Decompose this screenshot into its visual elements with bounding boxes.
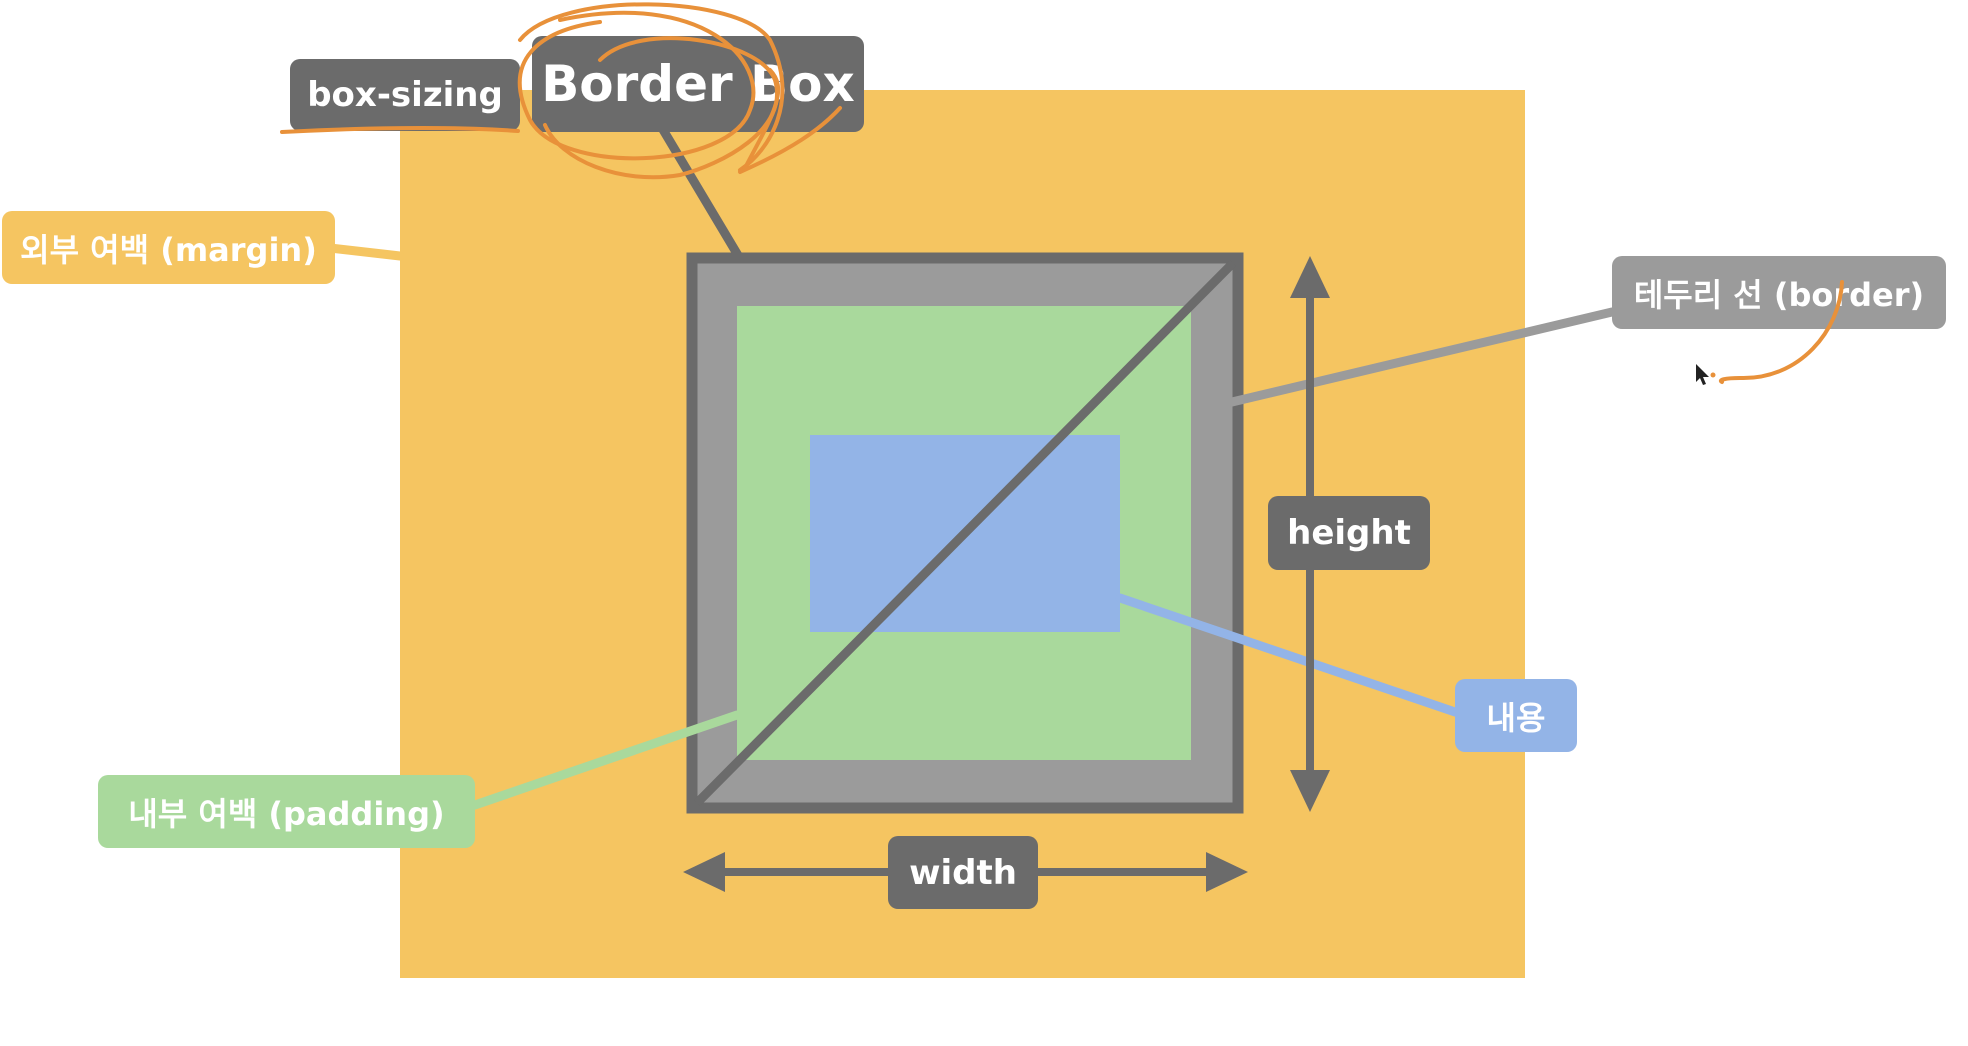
height-arrow-up-icon xyxy=(1290,256,1330,298)
width-arrow-right-icon xyxy=(1206,852,1248,892)
mouse-cursor-icon xyxy=(1696,364,1709,385)
margin-connector xyxy=(325,243,405,261)
box-sizing-label: box-sizing xyxy=(290,59,520,131)
cursor-dot xyxy=(1710,372,1716,378)
height-label: height xyxy=(1268,496,1430,570)
height-arrow-down-icon xyxy=(1290,770,1330,812)
width-label: width xyxy=(888,836,1038,909)
border-connector xyxy=(1227,307,1617,407)
content-label: 내용 xyxy=(1455,679,1577,752)
width-arrow-left-icon xyxy=(683,852,725,892)
border-box-title: Border Box xyxy=(532,36,864,132)
padding-connector xyxy=(470,710,742,810)
border-label: 테두리 선 (border) xyxy=(1612,256,1946,329)
padding-label: 내부 여백 (padding) xyxy=(98,775,475,848)
diagonal-line xyxy=(693,259,1237,807)
content-connector xyxy=(1115,593,1460,717)
margin-label: 외부 여백 (margin) xyxy=(2,211,335,284)
